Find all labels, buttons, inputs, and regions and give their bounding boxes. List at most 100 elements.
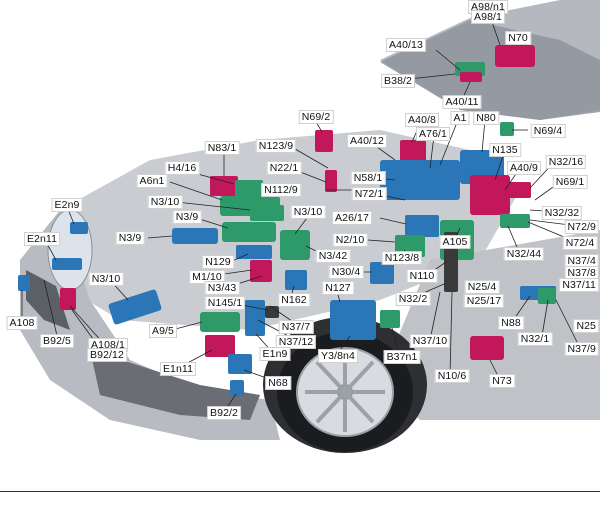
callout-label-e2n11: E2n11 [23,232,61,246]
component-n69-2 [315,130,333,152]
callout-label-n22-1: N22/1 [266,161,302,175]
component-n3-10-headlamp [108,289,162,325]
callout-label-n3-9-a: N3/9 [172,210,202,224]
callout-label-n83-1: N83/1 [204,141,240,155]
callout-label-a26-17: A26/17 [332,211,372,225]
component-y3-8n4 [330,300,376,340]
callout-label-a40-8: A40/8 [405,113,439,127]
callout-label-a40-11: A40/11 [442,95,482,109]
callout-label-n30-4: N30/4 [328,265,364,279]
callout-label-e2n9: E2n9 [51,198,83,212]
grille [26,270,70,330]
callout-label-a6n1: A6n1 [136,174,168,188]
component-b37n1 [380,310,400,328]
callout-label-n110: N110 [406,269,438,283]
component-n37-rear [538,288,556,304]
callout-label-a9-5: A9/5 [149,324,177,338]
component-n22-1 [325,170,337,192]
callout-label-n69-2: N69/2 [298,110,334,124]
callout-label-a108: A108 [6,316,38,330]
callout-label-h4-16: H4/16 [164,161,200,175]
component-n32-16 [505,182,531,198]
component-e2n9 [70,222,88,234]
component-m1-10 [250,260,272,282]
callout-label-e1n9: E1n9 [259,347,291,361]
component-a108-1 [60,288,76,310]
callout-label-y3-8n4: Y3/8n4 [318,349,358,363]
callout-label-n127: N127 [322,281,354,295]
callout-label-n123-9: N123/9 [255,139,297,153]
callout-label-n69-4: N69/4 [530,124,566,138]
component-e1n11 [205,335,235,357]
callout-label-b92-12: B92/12 [87,348,127,362]
component-a40-8 [400,140,426,164]
callout-label-n37-10: N37/10 [409,334,451,348]
bottom-rule [0,491,600,492]
component-n69-4 [500,122,514,136]
callout-label-a1: A1 [450,111,470,125]
callout-label-n3-10-c: N3/10 [88,272,124,286]
callout-label-n145-1: N145/1 [204,296,246,310]
lower-intake [90,350,260,420]
component-a26-17 [405,215,439,237]
callout-label-n88: N88 [498,316,524,330]
callout-label-e1n11: E1n11 [159,362,197,376]
component-e1n9 [245,300,265,336]
callout-label-n3-10-b: N3/10 [290,205,326,219]
callout-label-n72-9: N72/9 [564,220,599,234]
component-n3-10-mid [280,230,310,260]
callout-label-n72-1: N72/1 [351,187,387,201]
callout-label-n32-2: N32/2 [395,292,431,306]
callout-label-n37-12: N37/12 [275,335,317,349]
front-bumper [20,210,280,440]
callout-label-n3-9-b: N3/9 [115,231,145,245]
callout-label-n162: N162 [278,293,310,307]
component-n73 [470,336,504,360]
callout-label-b92-5: B92/5 [40,334,74,348]
callout-label-n72-4: N72/4 [562,236,598,250]
windshield [380,20,600,120]
callout-label-n69-1: N69/1 [552,175,588,189]
callout-label-n135: N135 [489,143,521,157]
component-n3-9-b [222,222,276,242]
component-a1 [380,160,460,200]
callout-label-a40-9: A40/9 [507,161,541,175]
component-a9-5 [200,312,240,332]
callout-label-n37-11: N37/11 [559,278,599,292]
callout-label-b38-2: B38/2 [381,74,415,88]
callout-label-n37-7: N37/7 [278,320,314,334]
callout-label-n73: N73 [489,374,515,388]
callout-label-a98-1: A98/1 [471,10,505,24]
component-n30-4 [370,262,394,284]
component-n3-10-top [250,205,284,221]
callout-label-n25-17: N25/17 [463,294,505,308]
components [18,45,556,396]
component-a40-11 [460,72,482,82]
callout-label-n3-42: N3/42 [315,249,351,263]
callout-label-n25: N25 [573,319,599,333]
callout-label-n25-4: N25/4 [464,280,500,294]
callout-label-n3-43: N3/43 [204,281,240,295]
component-n68 [228,354,252,374]
callout-label-n37-9: N37/9 [564,342,599,356]
callout-label-n123-8: N123/8 [381,251,423,265]
callout-label-a40-12: A40/12 [347,134,387,148]
callout-label-a76-1: A76/1 [416,127,450,141]
callout-label-n10-6: N10/6 [434,369,470,383]
component-h4-16 [235,180,263,200]
callout-label-n129: N129 [202,255,234,269]
callout-label-n3-10-a: N3/10 [147,195,183,209]
callout-label-a40-13: A40/13 [386,38,426,52]
callout-label-n58-1: N58/1 [350,171,386,185]
component-n135 [470,175,510,215]
component-n70 [495,45,535,67]
callout-label-b37n1: B37n1 [383,350,421,364]
component-n3-9 [172,228,218,244]
callout-label-n32-44: N32/44 [503,247,545,261]
component-n83-1 [210,176,238,196]
component-b92-2 [230,380,244,396]
callout-label-n80: N80 [473,111,499,125]
callout-label-n70: N70 [505,31,531,45]
callout-label-a105: A105 [439,235,471,249]
